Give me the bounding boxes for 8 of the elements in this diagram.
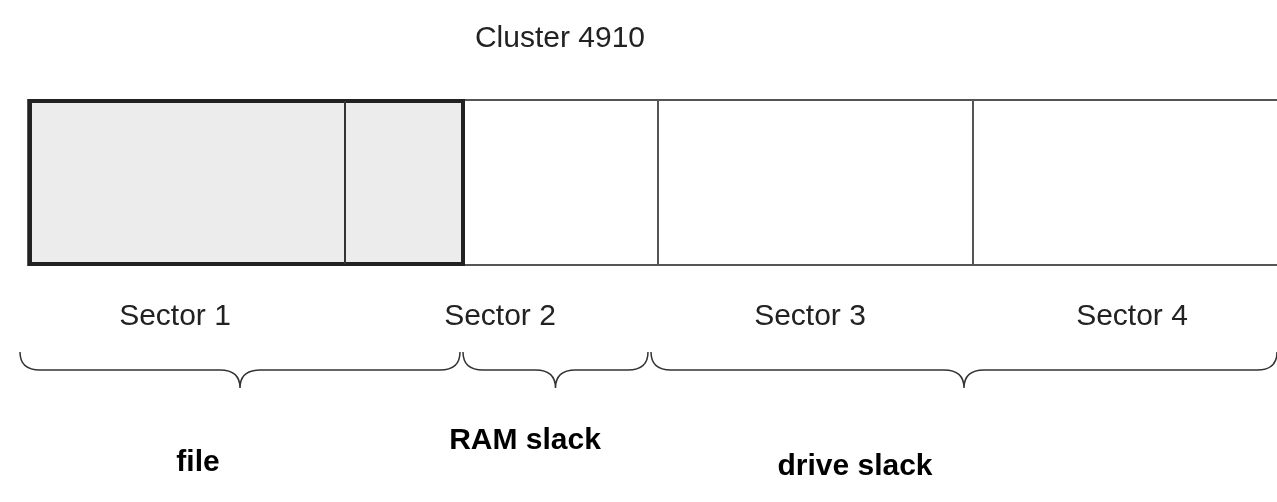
brace-label: drive slack xyxy=(777,448,933,482)
brace-label: RAM slack xyxy=(449,422,601,456)
sector-label: Sector 4 xyxy=(1076,298,1188,332)
sector-label: Sector 3 xyxy=(754,298,866,332)
brace-label: file xyxy=(176,444,220,478)
sector-label: Sector 2 xyxy=(444,298,556,332)
sector-label: Sector 1 xyxy=(119,298,231,332)
diagram-title: Cluster 4910 xyxy=(474,20,646,54)
